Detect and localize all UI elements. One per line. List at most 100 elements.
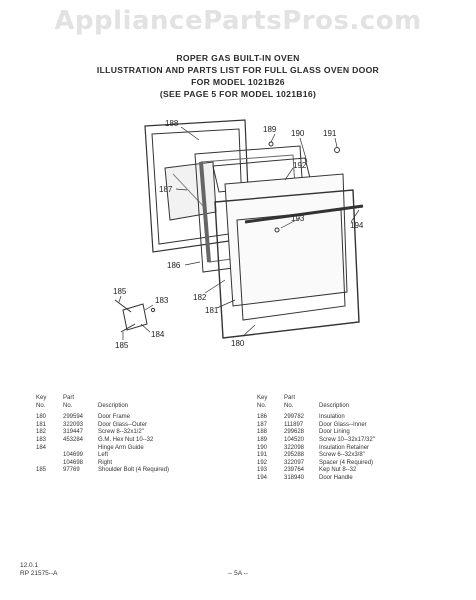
callout-186: 186 <box>167 261 181 270</box>
key-cell: 189 <box>257 436 268 443</box>
callout-182: 182 <box>193 293 207 302</box>
header-line-3: FOR MODEL 1021B26 <box>191 77 285 87</box>
description-cell: Kep Nut 8--32 <box>319 467 357 474</box>
door-frame-shape <box>214 189 360 339</box>
table-row: 190 322098 Insulation Retainer <box>257 445 469 453</box>
part-number-cell <box>63 445 98 453</box>
description-cell: Screw 10--32x17/32" <box>319 436 375 443</box>
description-cell: Door Glass--Outer <box>98 421 148 428</box>
callout-189: 189 <box>263 125 277 134</box>
key-cell: 194 <box>257 474 268 481</box>
footer-code-2: RP 21575--A <box>20 570 58 577</box>
description-cell: Hinge Arm Guide <box>98 444 144 451</box>
part-number-cell: 322093 <box>63 421 84 428</box>
part-header-1: Part <box>284 395 296 401</box>
description-header: Description <box>319 402 350 409</box>
table-header: Key No. Part No. Description <box>36 395 248 410</box>
description-cell: Shoulder Bolt (4 Required) <box>98 467 170 474</box>
key-cell: 190 <box>257 444 268 451</box>
part-number-cell: 299594 <box>63 414 84 421</box>
page-header: ROPER GAS BUILT-IN OVEN ILLUSTRATION AND… <box>0 52 476 100</box>
header-line-4: (SEE PAGE 5 FOR MODEL 1021B16) <box>159 89 317 99</box>
part-number-cell: 239764 <box>284 467 305 474</box>
oven-door-exploded-diagram: 188 189 190 191 187 192 193 194 186 185 … <box>113 119 364 350</box>
key-cell <box>36 460 63 468</box>
table-row: 187 111897 Door Glass--Inner <box>257 422 469 430</box>
part-number-cell: 453284 <box>63 436 84 443</box>
callout-187: 187 <box>159 185 173 194</box>
table-row: 182 319447 Screw 8--32x1/2" <box>36 429 248 437</box>
key-cell: 186 <box>257 414 268 421</box>
key-cell: 187 <box>257 421 268 428</box>
table-row: 180 299594 Door Frame <box>36 414 248 422</box>
callout-191: 191 <box>323 129 337 138</box>
description-cell: Door Lining <box>319 429 350 436</box>
key-header-1: Key <box>36 395 47 401</box>
callout-185-upper: 185 <box>113 287 127 296</box>
part-number-cell: 322098 <box>284 444 305 451</box>
part-number-cell: 104520 <box>284 436 305 443</box>
key-cell: 191 <box>257 452 268 459</box>
part-number-cell: 295288 <box>284 452 305 459</box>
part-header-2: No. <box>284 402 294 409</box>
part-number-cell: 318940 <box>284 474 305 481</box>
inner-glass-shape <box>164 161 217 221</box>
callout-183: 183 <box>155 296 169 305</box>
key-cell: 183 <box>36 436 47 443</box>
description-cell: Door Frame <box>98 414 131 421</box>
part-number-cell: 299628 <box>284 429 305 436</box>
part-number-cell: 97769 <box>63 467 80 474</box>
key-header-2: No. <box>36 402 46 409</box>
description-cell: Left <box>98 452 109 459</box>
part-header-1: Part <box>63 395 75 401</box>
key-cell: 181 <box>36 421 47 428</box>
table-row: 183 453284 G.M. Hex Nut 10--32 <box>36 437 248 445</box>
outer-glass-shape <box>224 173 348 307</box>
description-cell: Spacer (4 Required) <box>319 459 374 466</box>
description-cell: Screw 6--32x3/8" <box>319 452 365 459</box>
callout-192: 192 <box>293 161 307 170</box>
key-header-2: No. <box>257 402 267 409</box>
part-number-cell: 104698 <box>63 459 84 466</box>
table-row: 193 239764 Kep Nut 8--32 <box>257 467 469 475</box>
description-cell: Door Handle <box>319 474 353 481</box>
table-row: 104699 Left <box>36 452 248 460</box>
key-cell: 193 <box>257 467 268 474</box>
table-header: Key No. Part No. Description <box>257 395 469 410</box>
header-line-2: ILLUSTRATION AND PARTS LIST FOR FULL GLA… <box>96 65 380 75</box>
callout-184: 184 <box>151 330 165 339</box>
table-row: 185 97769 Shoulder Bolt (4 Required) <box>36 467 248 475</box>
table-row: 194 318940 Door Handle <box>257 475 469 483</box>
watermark-logo: AppliancePartsPros.com <box>54 6 422 36</box>
part-number-cell: 111897 <box>284 421 304 428</box>
part-number-cell: 299782 <box>284 414 305 421</box>
key-cell: 185 <box>36 467 47 474</box>
part-number-cell: 104699 <box>63 452 84 459</box>
key-header-1: Key <box>257 395 268 401</box>
description-cell: Insulation Retainer <box>319 444 370 451</box>
part-number-cell: 322097 <box>284 459 305 466</box>
callout-181: 181 <box>205 306 219 315</box>
description-cell: G.M. Hex Nut 10--32 <box>98 436 154 443</box>
callout-194: 194 <box>350 221 364 230</box>
part-header-2: No. <box>63 402 73 409</box>
part-number-cell: 319447 <box>63 429 84 436</box>
page-number: -- 5A -- <box>228 570 248 577</box>
callout-190: 190 <box>291 129 305 138</box>
key-cell: 180 <box>36 414 47 421</box>
description-cell: Screw 8--32x1/2" <box>98 429 144 436</box>
header-line-1: ROPER GAS BUILT-IN OVEN <box>176 53 300 63</box>
key-cell: 182 <box>36 429 47 436</box>
door-handle-shape <box>244 204 364 224</box>
description-header: Description <box>98 402 129 409</box>
table-row: 191 295288 Screw 6--32x3/8" <box>257 452 469 460</box>
description-cell: Door Glass--Inner <box>319 421 367 428</box>
table-row: 189 104520 Screw 10--32x17/32" <box>257 437 469 445</box>
